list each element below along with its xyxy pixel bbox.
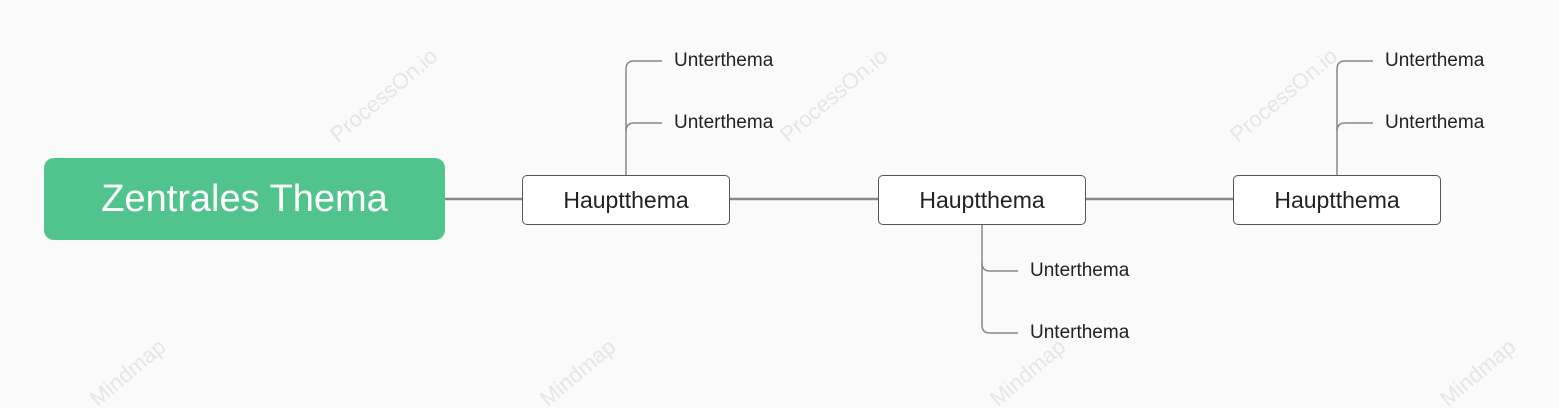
subtopic-3-1[interactable]: Unterthema (1385, 50, 1485, 71)
branch-connector-3b (1336, 122, 1373, 132)
central-topic[interactable]: Zentrales Thema (44, 158, 445, 240)
branch-connector-2b (981, 263, 1018, 334)
main-topic-2[interactable]: Hauptthema (878, 175, 1086, 225)
subtopic-2-2[interactable]: Unterthema (1030, 322, 1130, 343)
subtopic-2-1[interactable]: Unterthema (1030, 260, 1130, 281)
subtopic-1-1[interactable]: Unterthema (674, 50, 774, 71)
main-topic-3[interactable]: Hauptthema (1233, 175, 1441, 225)
subtopic-1-2[interactable]: Unterthema (674, 112, 774, 133)
subtopic-3-2[interactable]: Unterthema (1385, 112, 1485, 133)
main-topic-1[interactable]: Hauptthema (522, 175, 730, 225)
branch-connector-3a (1336, 60, 1373, 175)
branch-connector-1a (625, 60, 662, 175)
branch-connector-1b (625, 122, 662, 132)
branch-connector-2a (981, 224, 1018, 272)
